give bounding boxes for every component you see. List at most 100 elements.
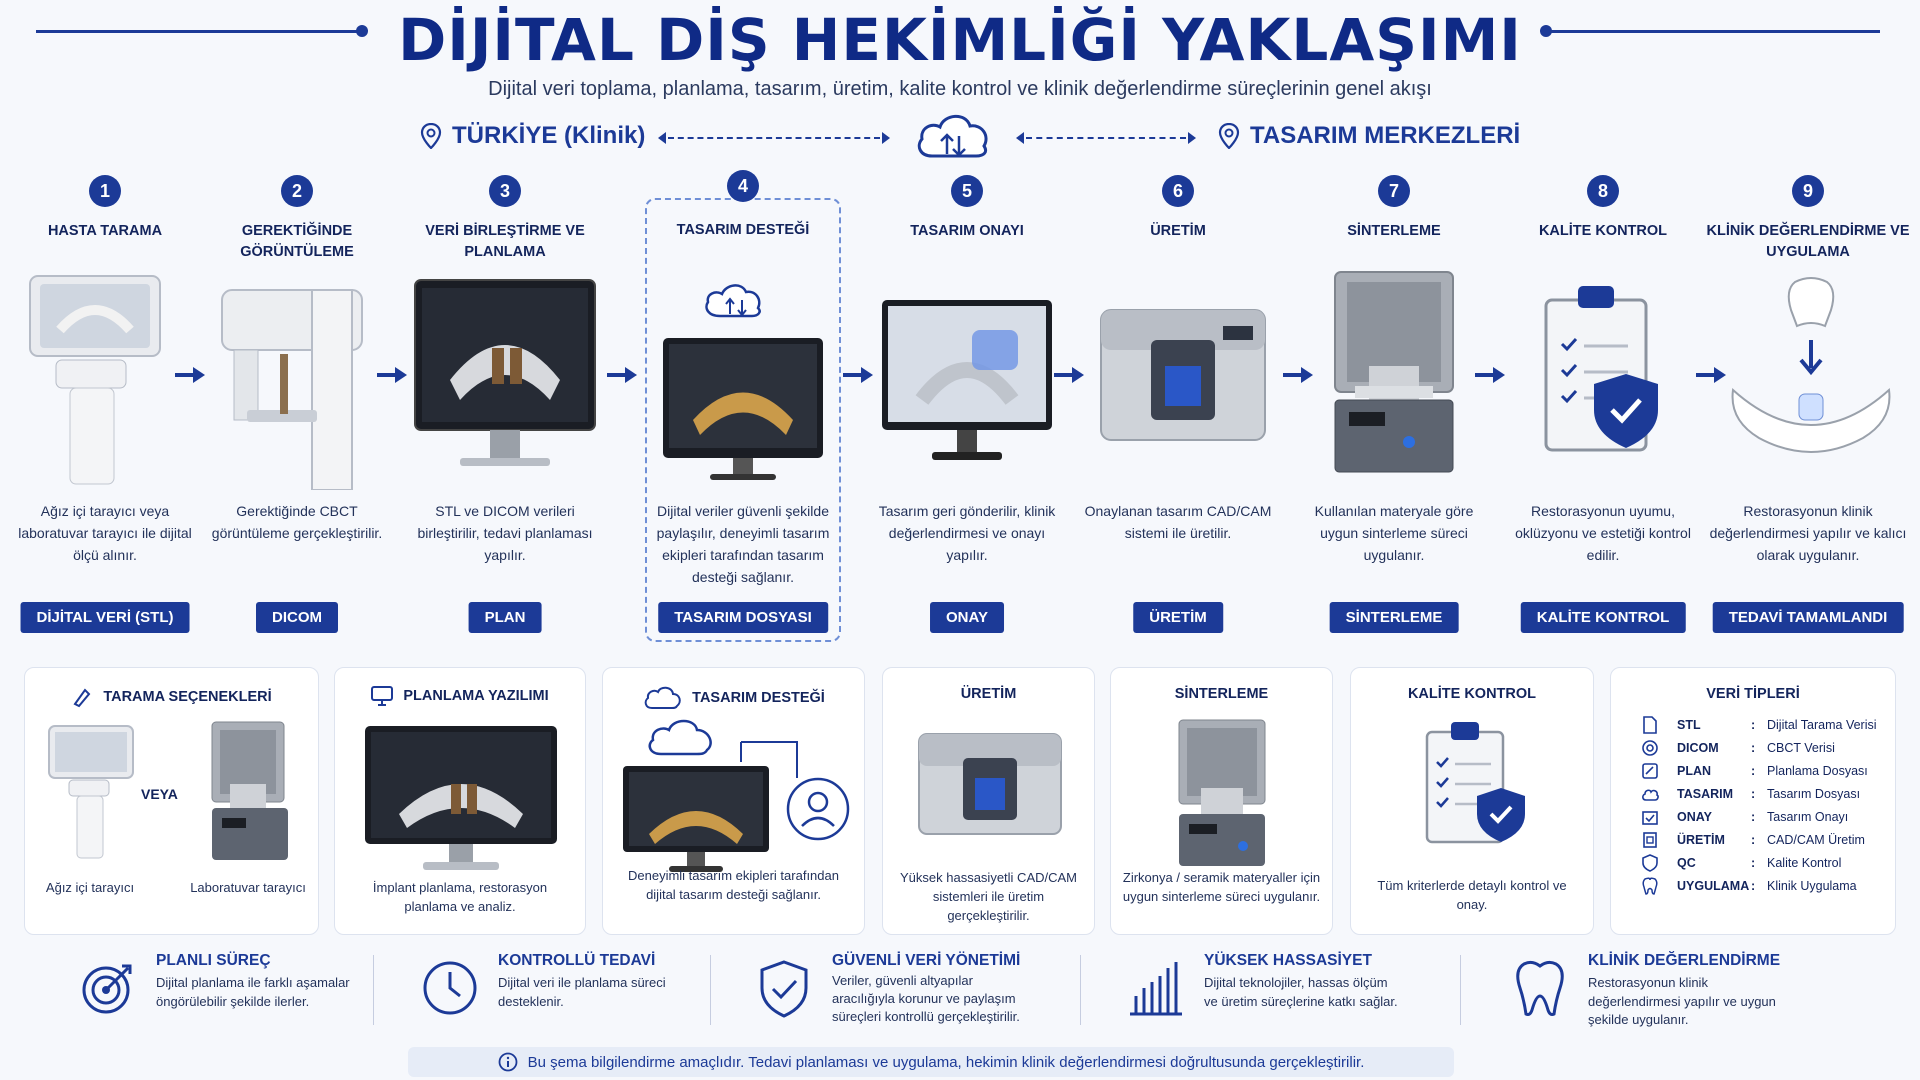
- step-number: 5: [951, 175, 983, 207]
- intraoral-scanner-icon: [29, 275, 161, 485]
- flow-arrow-icon: [607, 367, 637, 383]
- legend-row: DICOM:CBCT Verisi: [1641, 739, 1835, 757]
- step-number: 4: [727, 170, 759, 202]
- header-line-left: [36, 30, 362, 33]
- location-clinic: TÜRKİYE (Klinik): [420, 122, 645, 150]
- card-design-support: TASARIM DESTEĞİ Deneyimli tasarım ekiple…: [602, 667, 865, 935]
- step-description: Restorasyonun klinik değerlendirmesi yap…: [1709, 503, 1907, 563]
- cloud-icon: [648, 719, 712, 756]
- legend-key: QC: [1677, 856, 1696, 870]
- cloud-icon: [644, 686, 681, 709]
- legend-value: Tasarım Dosyası: [1767, 787, 1861, 801]
- card-title-label: TASARIM DESTEĞİ: [692, 690, 825, 706]
- step-title: TASARIM ONAYI: [910, 223, 1024, 239]
- legend-colon: :: [1751, 718, 1756, 732]
- card-sintering: SİNTERLEME Zirkonya / seramik materyalle…: [1110, 667, 1333, 935]
- target-icon: [82, 964, 132, 1014]
- cloud-sync-icon: [917, 114, 988, 158]
- card-scan-options: TARAMA SEÇENEKLERİ VEYA Ağız içi tarayıc…: [24, 667, 319, 935]
- dashed-arrow-right: [1016, 132, 1196, 144]
- feature-description: Dijital veri ile planlama süreci destekl…: [498, 975, 666, 1009]
- card-title: VERİ TİPLERİ: [1706, 686, 1800, 702]
- shield-icon: [1642, 854, 1658, 872]
- card-caption: Yüksek hassasiyetli CAD/CAM sistemleri i…: [900, 870, 1077, 923]
- step-number: 3: [489, 175, 521, 207]
- location-pin-icon: [420, 123, 442, 149]
- card-title-label: PLANLAMA YAZILIMI: [403, 688, 549, 704]
- flow-arrow-icon: [843, 367, 873, 383]
- card-caption: Zirkonya / seramik materyaller için uygu…: [1122, 870, 1321, 904]
- step-badge: TASARIM DOSYASI: [658, 602, 828, 633]
- legend-row: TASARIM:Tasarım Dosyası: [1641, 785, 1860, 803]
- step-title: SİNTERLEME: [1347, 223, 1441, 239]
- legend-key: TASARIM: [1677, 787, 1734, 801]
- card-title: TASARIM DESTEĞİ: [603, 686, 864, 710]
- step-number: 7: [1378, 175, 1410, 207]
- notice-text: Bu şema bilgilendirme amaçlıdır. Tedavi …: [527, 1053, 1365, 1071]
- step-description: Gerektiğinde CBCT görüntüleme gerçekleşt…: [211, 503, 383, 541]
- crown-placement-icon: [1731, 277, 1891, 453]
- or-label: VEYA: [141, 786, 178, 802]
- feature-title: KLİNİK DEĞERLENDİRME: [1588, 952, 1781, 969]
- bar-chart-icon: [1130, 962, 1182, 1016]
- step-9: 9 KLİNİK DEĞERLENDİRME VE UYGULAMA Resto…: [1703, 170, 1913, 640]
- scan-left-caption: Ağız içi tarayıcı: [45, 880, 135, 895]
- step-1: 1 HASTA TARAMA Ağız içi tarayıcı veya la…: [0, 170, 210, 640]
- page-title: DİJİTAL DİŞ HEKİMLİĞİ YAKLAŞIMI: [398, 6, 1522, 74]
- legend-key: ÜRETİM: [1677, 833, 1725, 847]
- card-quality-control: KALİTE KONTROL Tüm kriterlerde detaylı k…: [1350, 667, 1594, 935]
- step-description: Tasarım geri gönderilir, klinik değerlen…: [878, 503, 1056, 563]
- step-title: HASTA TARAMA: [47, 223, 163, 239]
- dashed-arrow-left: [658, 132, 890, 144]
- feature-description: Dijital teknolojiler, hassas ölçüm ve ür…: [1204, 975, 1398, 1009]
- planning-monitor-icon: [365, 726, 557, 870]
- approve-icon: [1642, 811, 1658, 825]
- step-badge: KALİTE KONTROL: [1520, 602, 1686, 633]
- design-monitor-icon: [623, 766, 769, 872]
- tooth-icon: [1642, 877, 1658, 895]
- legend-colon: :: [1751, 833, 1756, 847]
- sintering-furnace-icon: [1334, 271, 1454, 473]
- card-caption: Tüm kriterlerde detaylı kontrol ve onay.: [1377, 878, 1567, 912]
- legend-value: CBCT Verisi: [1767, 741, 1835, 755]
- card-caption: Deneyimli tasarım ekipleri tarafından di…: [628, 868, 839, 902]
- step-title: KLİNİK DEĞERLENDİRME VE UYGULAMA: [1706, 223, 1910, 260]
- step-description: Restorasyonun uyumu, oklüzyonu ve esteti…: [1515, 503, 1691, 563]
- card-title: KALİTE KONTROL: [1407, 686, 1537, 702]
- page-subtitle: Dijital veri toplama, planlama, tasarım,…: [488, 78, 1432, 100]
- intraoral-scanner-icon: [48, 725, 134, 859]
- card-title: ÜRETİM: [960, 686, 1017, 702]
- scan-right-caption: Laboratuvar tarayıcı: [190, 880, 306, 895]
- legend-value: Dijital Tarama Verisi: [1767, 718, 1877, 732]
- machine-icon: [1643, 832, 1657, 848]
- step-description: Dijital veriler güvenli şekilde paylaşıl…: [656, 503, 830, 585]
- step-4: 4 TASARIM DESTEĞİ Dijital veriler güvenl…: [638, 170, 848, 640]
- card-title: PLANLAMA YAZILIMI: [335, 686, 585, 706]
- info-icon: [498, 1052, 517, 1072]
- step-description: STL ve DICOM verileri birleştirilir, ted…: [417, 503, 593, 563]
- header-dot-left: [356, 25, 368, 37]
- flow-arrow-icon: [1283, 367, 1313, 383]
- monitor-icon: [371, 686, 394, 706]
- legend-value: Tasarım Onayı: [1767, 810, 1849, 824]
- step-title: GEREKTİĞİNDE GÖRÜNTÜLEME: [240, 223, 354, 260]
- scan-icon: [1642, 740, 1658, 756]
- design-support-monitor-icon: [663, 284, 823, 480]
- divider: [1460, 955, 1461, 1025]
- flow-arrow-icon: [377, 367, 407, 383]
- location-design-centers: TASARIM MERKEZLERİ: [1218, 122, 1520, 150]
- step-badge: DICOM: [256, 602, 338, 633]
- legend-key: DICOM: [1677, 741, 1719, 755]
- card-title-label: TARAMA SEÇENEKLERİ: [103, 689, 272, 705]
- connection-lines: [740, 741, 798, 778]
- legend-key: ONAY: [1677, 810, 1712, 824]
- step-number: 8: [1587, 175, 1619, 207]
- quality-checklist-icon: [1425, 722, 1525, 844]
- legend-row: ONAY:Tasarım Onayı: [1641, 808, 1848, 826]
- header-dot-right: [1540, 25, 1552, 37]
- legend-colon: :: [1751, 879, 1756, 893]
- legend-value: CAD/CAM Üretim: [1767, 833, 1865, 847]
- designer-user-icon: [786, 777, 850, 841]
- step-title: ÜRETİM: [1150, 223, 1206, 239]
